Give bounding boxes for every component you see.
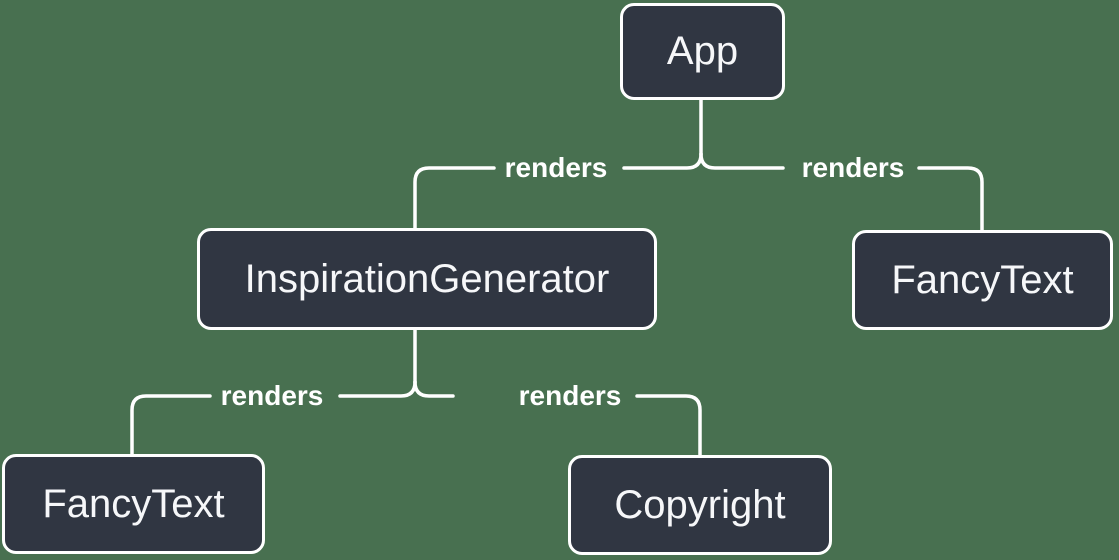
edge-app-to-fancytext-inner [699, 152, 785, 170]
edge-label-app-inspiration: renders [504, 152, 608, 183]
node-inspiration-generator: InspirationGenerator [197, 228, 657, 330]
edge-app-to-inspiration-outer [413, 166, 496, 230]
edge-label-inspiration-fancytext: renders [220, 380, 324, 411]
node-app: App [620, 3, 785, 100]
node-fancy-text-bottom: FancyText [2, 454, 265, 554]
edge-inspiration-to-copyright-inner [413, 380, 455, 398]
node-fancy-text-top: FancyText [852, 230, 1113, 330]
edge-inspiration-to-fancytext-inner [338, 380, 417, 398]
edge-inspiration-to-fancytext-outer [130, 394, 212, 456]
edge-inspiration-to-copyright-outer [635, 394, 702, 457]
node-copyright: Copyright [568, 455, 832, 555]
edge-label-app-fancytext: renders [801, 152, 905, 183]
edge-app-to-fancytext-outer [917, 166, 984, 232]
edge-label-inspiration-copyright: renders [518, 380, 622, 411]
edge-app-to-inspiration-inner [622, 152, 703, 170]
